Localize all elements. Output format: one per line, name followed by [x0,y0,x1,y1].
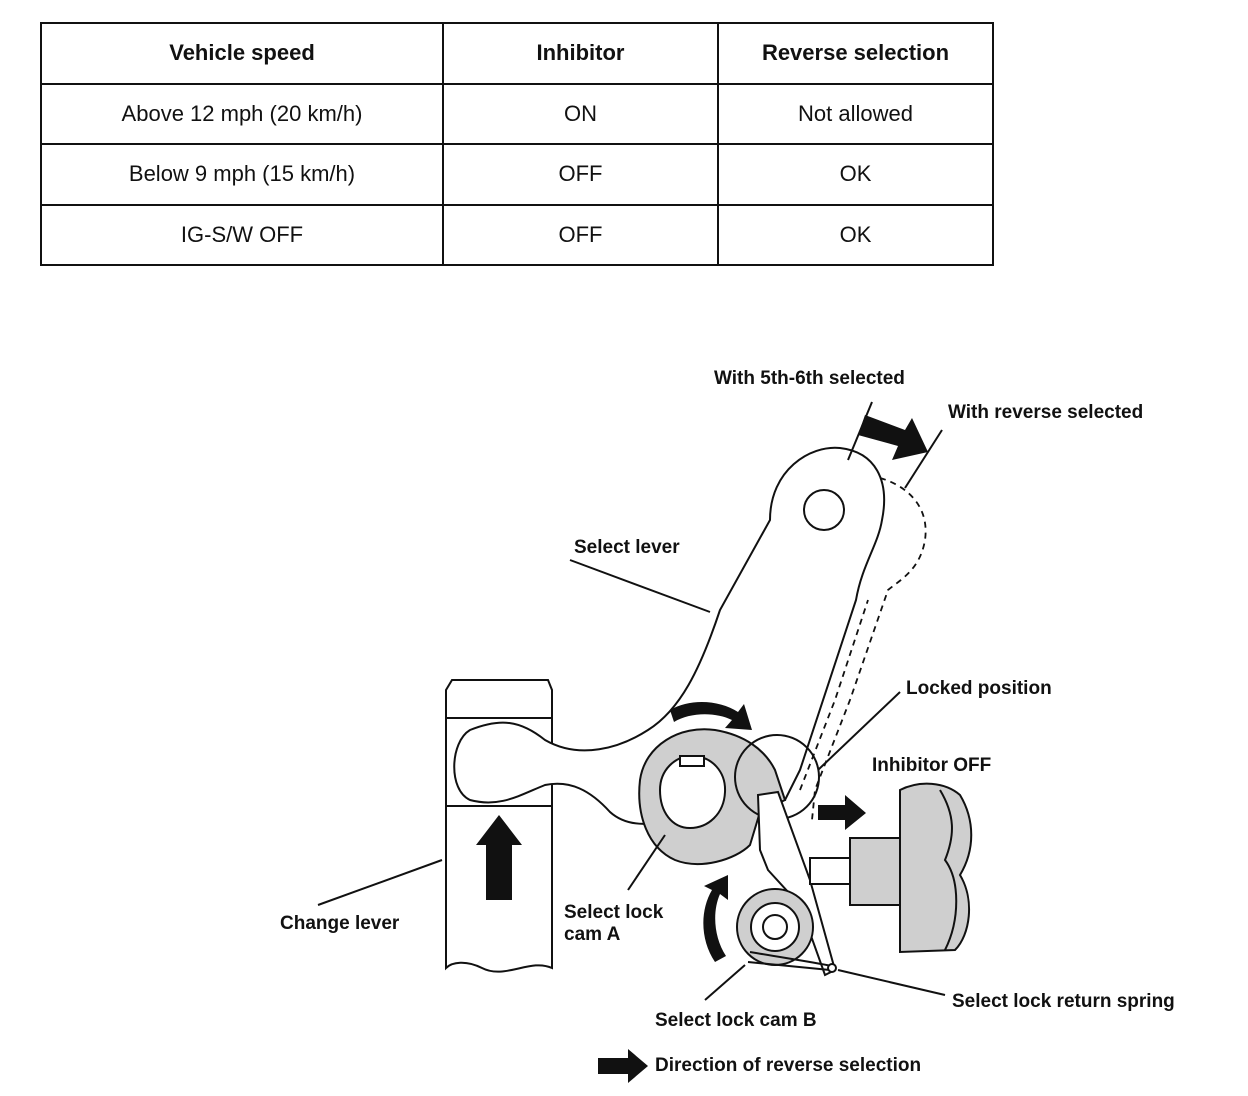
label-with-reverse: With reverse selected [948,402,1143,423]
cell-inhibitor: ON [442,82,719,145]
label-cam-a-line1: Select lock [564,902,664,923]
header-inhibitor: Inhibitor [442,22,719,85]
curved-arrow-cam-b-icon [703,875,728,962]
label-inhibitor-off: Inhibitor OFF [872,755,991,776]
cell-inhibitor: OFF [442,203,719,266]
label-locked-position: Locked position [906,678,1052,699]
cell-reverse: Not allowed [717,82,994,145]
inhibitor-direction-arrow-icon [818,795,866,830]
table-row: Above 12 mph (20 km/h) ON Not allowed [40,82,994,145]
curved-arrow-top-icon [670,701,752,730]
label-cam-a-line2: cam A [564,924,621,945]
cell-inhibitor: OFF [442,143,719,206]
cell-speed: IG-S/W OFF [40,203,444,266]
table-row: Below 9 mph (15 km/h) OFF OK [40,143,994,206]
leader-select-lever [569,559,711,613]
5th-6th-position-line [847,401,873,461]
speed-inhibitor-table: Vehicle speed Inhibitor Reverse selectio… [40,22,994,266]
cell-reverse: OK [717,203,994,266]
header-reverse-selection: Reverse selection [717,22,994,85]
leader-cam-b [704,964,746,1001]
cell-speed: Below 9 mph (15 km/h) [40,143,444,206]
label-change-lever: Change lever [280,913,400,934]
motion-arrows [476,415,928,962]
label-cam-b: Select lock cam B [655,1010,817,1031]
label-return-spring: Select lock return spring [952,991,1175,1012]
select-lever-pivot-hole [803,489,845,531]
legend-arrow-icon [598,1049,648,1083]
reverse-position-line [904,429,943,489]
table-row: IG-S/W OFF OFF OK [40,203,994,266]
cell-reverse: OK [717,143,994,206]
select-lock-cam-b [736,790,837,977]
leader-cam-a [627,834,666,891]
select-lever-reverse-outline [811,477,927,821]
label-with-5th-6th: With 5th-6th selected [714,368,905,389]
select-lever [453,446,886,825]
inhibitor-solenoid [809,782,973,954]
reverse-select-arrow-icon [858,415,928,460]
cell-speed: Above 12 mph (20 km/h) [40,82,444,145]
select-lock-return-spring [747,951,833,971]
header-vehicle-speed: Vehicle speed [40,22,444,85]
up-arrow-icon [476,815,522,900]
select-lever-reverse-outline-inner [799,599,869,791]
select-lock-cam-a [638,728,787,866]
label-select-lever: Select lever [574,537,680,558]
legend-label: Direction of reverse selection [655,1055,921,1076]
table-header-row: Vehicle speed Inhibitor Reverse selectio… [40,22,994,85]
leader-return-spring [837,969,946,996]
leader-locked-position [817,691,901,771]
leader-change-lever [317,859,443,906]
